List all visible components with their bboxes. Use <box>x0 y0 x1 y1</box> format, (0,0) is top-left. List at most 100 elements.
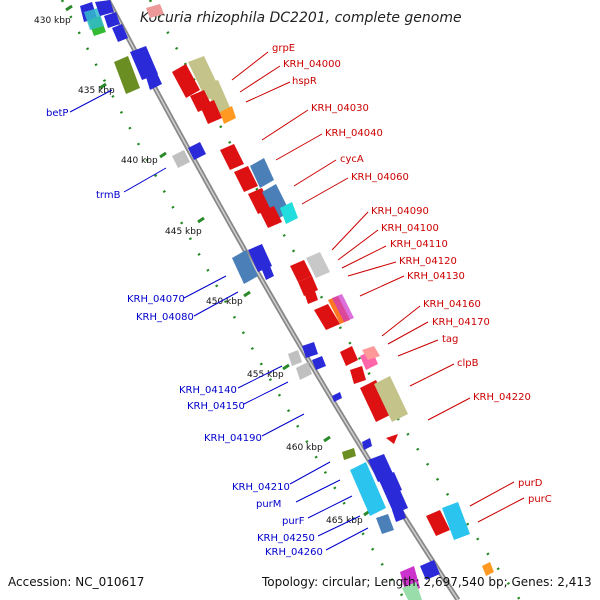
gene-feature[interactable] <box>280 202 298 224</box>
tick-455 <box>282 363 290 371</box>
gene-feature[interactable] <box>95 0 114 16</box>
gene-label-tag[interactable]: tag <box>442 334 458 345</box>
gene-feature[interactable] <box>362 438 372 450</box>
gene-label-cycA[interactable]: cycA <box>340 154 364 165</box>
gene-label-KRH_04060[interactable]: KRH_04060 <box>351 172 409 183</box>
gene-feature-KRH_04070[interactable] <box>232 250 258 284</box>
gene-label-trmB[interactable]: trmB <box>96 190 121 201</box>
gene-feature-KRH_04080[interactable] <box>262 266 274 280</box>
tick-label: 450 kbp <box>206 297 243 307</box>
gene-label-grpE[interactable]: grpE <box>272 43 295 54</box>
tick-460 <box>323 435 331 443</box>
gene-feature-purC[interactable] <box>442 502 470 540</box>
gene-label-KRH_04120[interactable]: KRH_04120 <box>399 256 457 267</box>
gene-feature-trmB[interactable] <box>172 150 190 168</box>
gene-feature-KRH_04150[interactable] <box>296 362 312 380</box>
tick-430 <box>65 4 73 12</box>
gene-feature-cycA[interactable] <box>250 158 274 188</box>
tick-labels: 430 kbp 435 kbp 440 kbp 445 kbp 450 kbp … <box>34 16 363 526</box>
gene-feature-KRH_04250[interactable] <box>376 514 394 534</box>
gene-feature[interactable] <box>248 244 272 272</box>
gene-label-clpB[interactable]: clpB <box>457 358 479 369</box>
gene-label-KRH_04150[interactable]: KRH_04150 <box>187 401 245 412</box>
gene-feature-purM[interactable] <box>378 472 402 496</box>
gene-label-KRH_04090[interactable]: KRH_04090 <box>371 206 429 217</box>
gene-feature-KRH_04040[interactable] <box>234 166 258 192</box>
gene-label-KRH_04100[interactable]: KRH_04100 <box>381 223 439 234</box>
gene-feature[interactable] <box>362 346 380 360</box>
gene-feature[interactable] <box>350 366 366 384</box>
leader-lines-forward <box>231 51 525 523</box>
gene-feature[interactable] <box>112 24 128 42</box>
gene-label-KRH_04170[interactable]: KRH_04170 <box>432 317 490 328</box>
gene-feature[interactable] <box>84 8 104 30</box>
gene-feature-grpE[interactable] <box>172 64 200 98</box>
tick-label: 455 kbp <box>247 370 284 380</box>
gene-label-KRH_04040[interactable]: KRH_04040 <box>325 128 383 139</box>
gene-label-KRH_04210[interactable]: KRH_04210 <box>232 482 290 493</box>
gene-feature[interactable] <box>402 582 422 600</box>
genome-backbone-highlight <box>107 0 459 600</box>
tick-450 <box>243 290 251 298</box>
gene-feature[interactable] <box>312 356 326 370</box>
gene-label-KRH_04250[interactable]: KRH_04250 <box>257 533 315 544</box>
gene-feature[interactable] <box>342 448 356 460</box>
gene-feature[interactable] <box>142 58 162 90</box>
gene-feature[interactable] <box>200 100 222 124</box>
gene-label-KRH_04190[interactable]: KRH_04190 <box>204 433 262 444</box>
gene-feature-KRH_04120[interactable] <box>304 288 318 304</box>
gene-feature[interactable] <box>146 4 164 18</box>
accession-text: Accession: NC_010617 <box>8 575 144 589</box>
gene-feature-KRH_04140[interactable] <box>288 350 302 366</box>
gene-feature[interactable] <box>302 342 318 358</box>
gene-label-KRH_04130[interactable]: KRH_04130 <box>407 271 465 282</box>
gene-feature[interactable] <box>204 80 232 116</box>
gene-feature[interactable] <box>248 188 272 214</box>
gene-feature-KRH_04170[interactable] <box>340 346 358 366</box>
gene-feature[interactable] <box>482 562 494 576</box>
gene-feature-KRH_04210[interactable] <box>350 462 386 516</box>
gene-label-KRH_04160[interactable]: KRH_04160 <box>423 299 481 310</box>
gene-label-KRH_04220[interactable]: KRH_04220 <box>473 392 531 403</box>
tick-445 <box>197 216 205 224</box>
leader-lines-reverse <box>69 89 369 551</box>
gene-feature-KRH_04260[interactable] <box>392 506 406 522</box>
reverse-labels: betP trmB KRH_04070 KRH_04080 KRH_04140 … <box>46 108 323 558</box>
gene-label-betP[interactable]: betP <box>46 108 68 119</box>
gene-label-hspR[interactable]: hspR <box>292 76 317 87</box>
gene-feature-KRH_04160[interactable] <box>314 304 340 330</box>
gene-feature-clpB[interactable] <box>360 380 392 422</box>
gene-label-KRH_04000[interactable]: KRH_04000 <box>283 59 341 70</box>
tick-label: 445 kbp <box>165 227 202 237</box>
gene-label-KRH_04080[interactable]: KRH_04080 <box>136 312 194 323</box>
gene-feature[interactable] <box>332 294 354 322</box>
gene-feature-purD[interactable] <box>426 510 450 536</box>
genome-summary-text: Topology: circular; Length: 2,697,540 bp… <box>261 575 592 589</box>
gene-label-purC[interactable]: purC <box>528 494 552 505</box>
gene-label-purM[interactable]: purM <box>256 499 281 510</box>
gene-feature-KRH_04030[interactable] <box>220 144 244 170</box>
gene-label-KRH_04030[interactable]: KRH_04030 <box>311 103 369 114</box>
gene-label-purF[interactable]: purF <box>282 516 305 527</box>
gene-label-KRH_04260[interactable]: KRH_04260 <box>265 547 323 558</box>
gene-feature-KRH_04090[interactable] <box>290 260 312 282</box>
gene-label-KRH_04070[interactable]: KRH_04070 <box>127 294 185 305</box>
forward-strand-features <box>146 4 494 576</box>
gene-label-KRH_04110[interactable]: KRH_04110 <box>390 239 448 250</box>
gene-feature[interactable] <box>104 12 120 28</box>
gene-feature[interactable] <box>220 106 236 124</box>
gene-feature-KRH_04100[interactable] <box>306 252 330 278</box>
gene-feature[interactable] <box>386 434 398 444</box>
gene-label-KRH_04140[interactable]: KRH_04140 <box>179 385 237 396</box>
gene-feature[interactable] <box>420 560 440 580</box>
reverse-strand-features <box>80 0 440 600</box>
gene-feature-betP[interactable] <box>114 56 140 94</box>
gene-feature[interactable] <box>188 142 206 160</box>
gene-feature-KRH_04190[interactable] <box>332 392 342 402</box>
map-title: Kocuria rhizophila DC2201, complete geno… <box>140 10 462 26</box>
gene-feature[interactable] <box>260 206 282 228</box>
gene-label-purD[interactable]: purD <box>518 478 543 489</box>
gene-feature-KRH_04220[interactable] <box>374 376 408 422</box>
